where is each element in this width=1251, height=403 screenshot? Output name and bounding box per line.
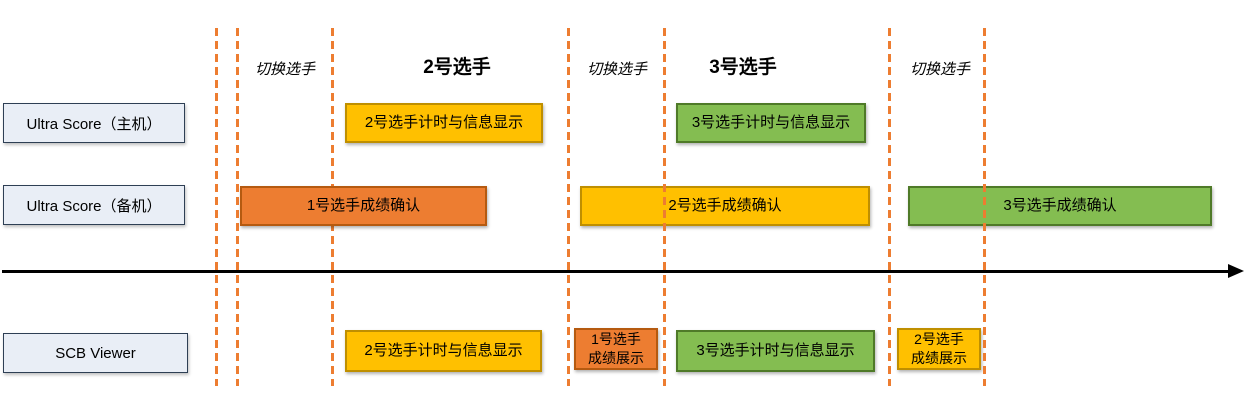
phase-label-switch-2: 切换选手 — [586, 61, 647, 78]
task-main-player3-timing: 3号选手计时与信息显示 — [676, 103, 866, 143]
phase-divider-6 — [888, 28, 891, 386]
lane-label-ultra-score-backup: Ultra Score（备机） — [3, 185, 185, 225]
phase-divider-5 — [663, 28, 666, 386]
phase-divider-2 — [236, 28, 239, 386]
phase-label-player-2: 2号选手 — [423, 57, 491, 78]
task-viewer-player2-result: 2号选手 成绩展示 — [897, 328, 981, 370]
phase-divider-4 — [567, 28, 570, 386]
task-viewer-player2-timing: 2号选手计时与信息显示 — [345, 330, 542, 372]
phase-divider-7 — [983, 28, 986, 386]
phase-label-switch-3: 切换选手 — [909, 61, 970, 78]
task-main-player2-timing: 2号选手计时与信息显示 — [345, 103, 543, 143]
task-backup-player1-confirm: 1号选手成绩确认 — [240, 186, 487, 226]
timeline-axis — [2, 270, 1230, 273]
phase-divider-1 — [215, 28, 218, 386]
lane-label-scb-viewer: SCB Viewer — [3, 333, 188, 373]
task-backup-player3-confirm: 3号选手成绩确认 — [908, 186, 1212, 226]
task-viewer-player1-result: 1号选手 成绩展示 — [574, 328, 658, 370]
phase-label-switch-1: 切换选手 — [254, 61, 315, 78]
task-viewer-player3-timing: 3号选手计时与信息显示 — [676, 330, 875, 372]
lane-label-ultra-score-main: Ultra Score（主机） — [3, 103, 185, 143]
phase-label-player-3: 3号选手 — [709, 57, 777, 78]
timeline-arrowhead-icon — [1228, 264, 1244, 278]
task-backup-player2-confirm: 2号选手成绩确认 — [580, 186, 870, 226]
